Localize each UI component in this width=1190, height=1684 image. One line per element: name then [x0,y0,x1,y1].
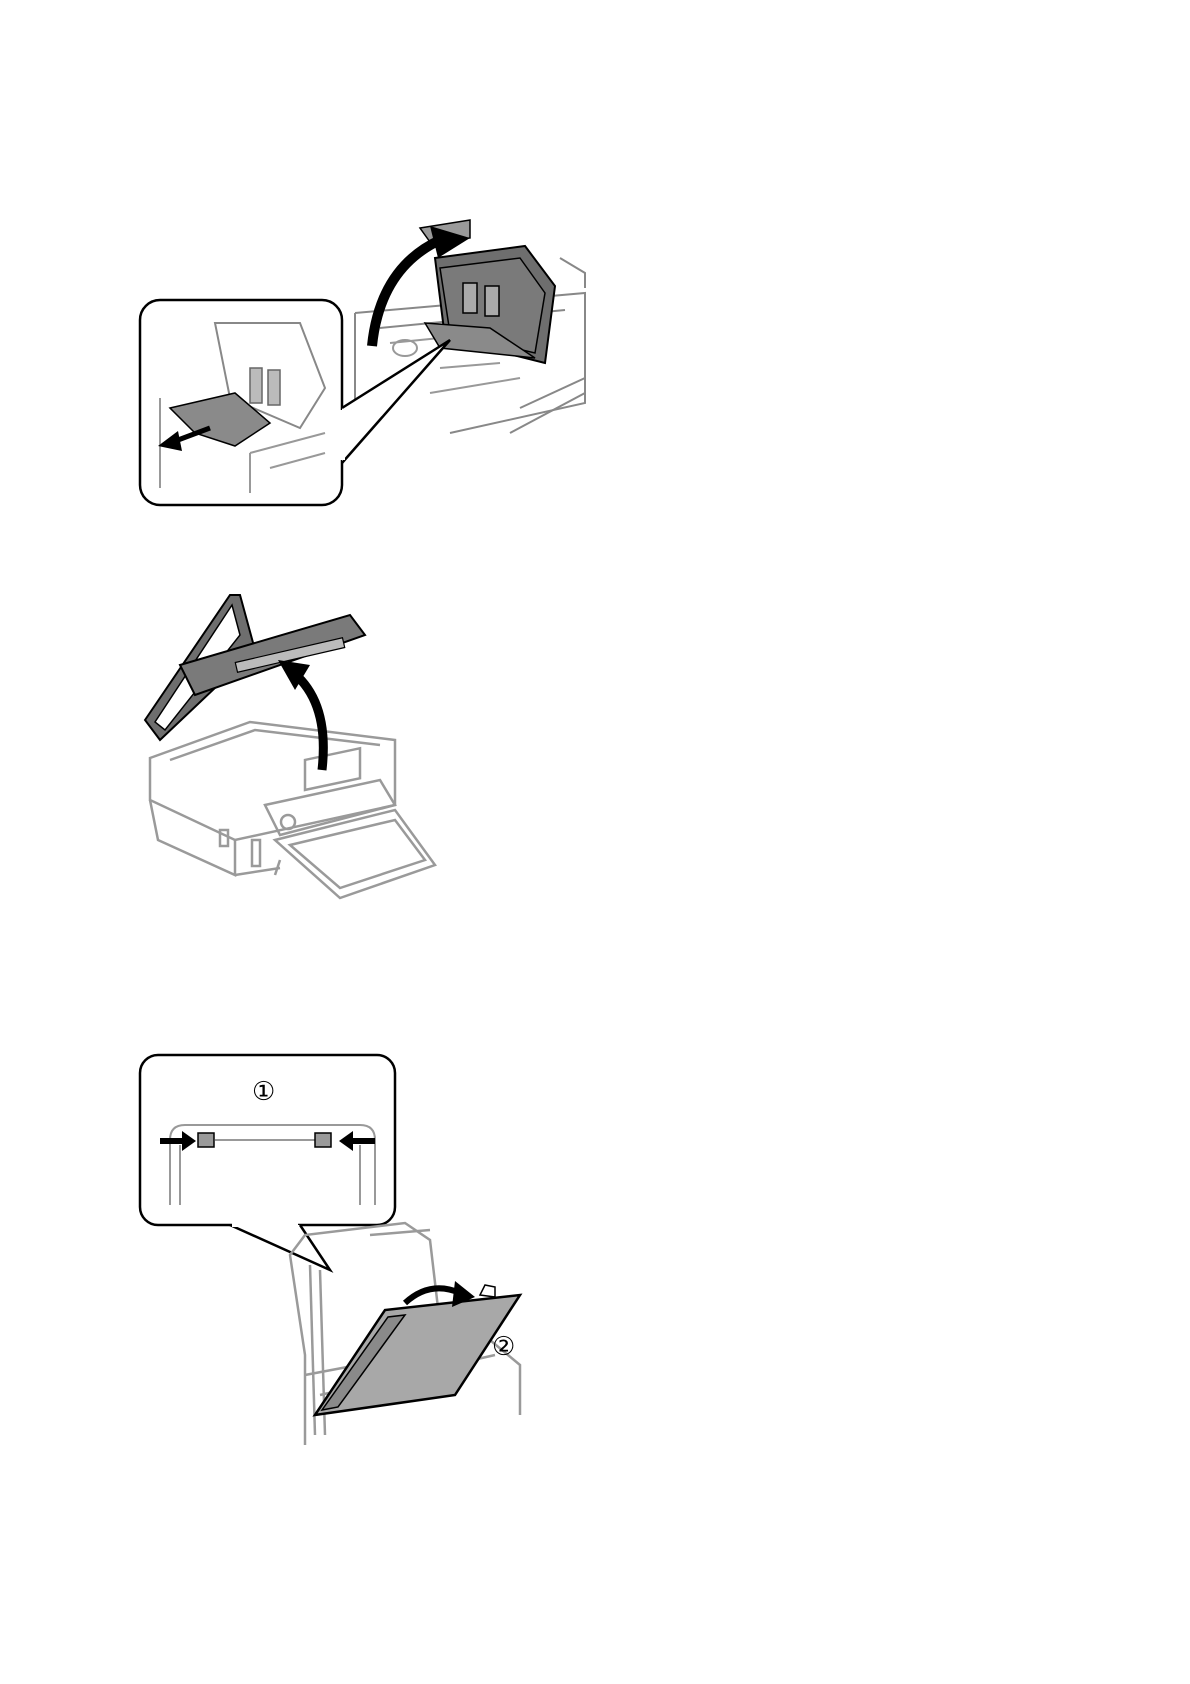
figure-lift-document-cover [140,630,490,975]
control-panel-icon [265,748,395,835]
printer-icon [150,722,395,875]
document-cover-lift-arrow-icon [278,660,323,770]
figure-remove-document-mat: ① [140,1055,580,1475]
document-mat [315,1285,520,1415]
paper-tray-icon [275,810,435,898]
callout-label-1: ① [252,1077,275,1107]
callout-label-2: ② [492,1332,515,1362]
figure-adf-jam-removal [140,228,640,548]
document-cover-open [145,595,365,740]
